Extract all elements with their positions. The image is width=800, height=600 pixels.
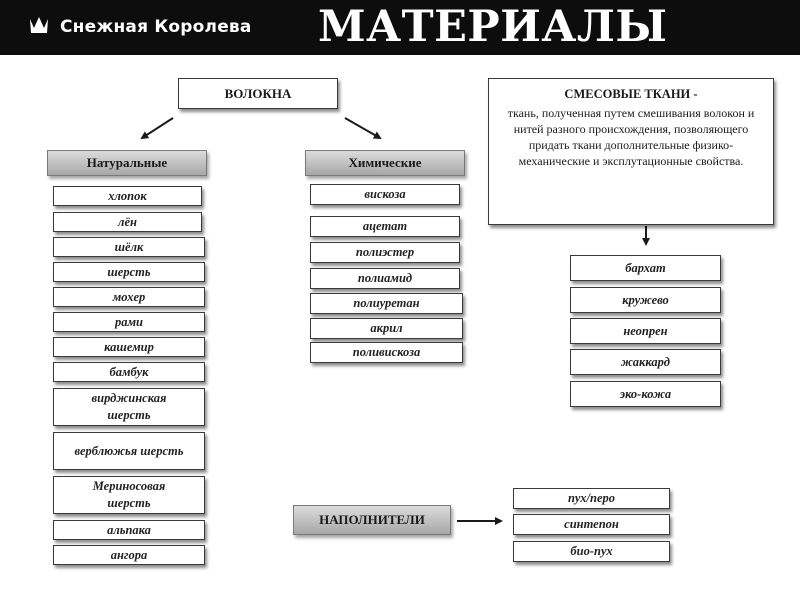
chemical-item: ацетат <box>310 216 460 237</box>
natural-item: лён <box>53 212 202 232</box>
blended-title: СМЕСОВЫЕ ТКАНИ - <box>564 87 698 101</box>
filler-item: синтепон <box>513 514 670 535</box>
fibers-box: ВОЛОКНА <box>178 78 338 109</box>
fibers-title: ВОЛОКНА <box>224 85 292 101</box>
brand-name: Снежная Королева <box>60 17 252 37</box>
chemical-item: полиуретан <box>310 293 463 314</box>
fillers-title: НАПОЛНИТЕЛИ <box>319 512 425 527</box>
chemical-header: Химические <box>305 150 465 176</box>
fillers-header: НАПОЛНИТЕЛИ <box>293 505 451 535</box>
blended-item: бархат <box>570 255 721 281</box>
natural-item: верблюжья шерсть <box>53 432 205 470</box>
blended-fabrics-box: СМЕСОВЫЕ ТКАНИ - ткань, полученная путем… <box>488 78 774 225</box>
chemical-title: Химические <box>348 155 422 170</box>
natural-title: Натуральные <box>86 155 168 170</box>
natural-item: мохер <box>53 287 205 307</box>
blended-description: ткань, полученная путем смешивания волок… <box>507 106 755 168</box>
natural-item: ангора <box>53 545 205 565</box>
blended-item: кружево <box>570 287 721 313</box>
chemical-item: полиэстер <box>310 242 460 263</box>
filler-item: пух/перо <box>513 488 670 509</box>
chemical-item: вискоза <box>310 184 460 205</box>
chemical-item: акрил <box>310 318 463 339</box>
chemical-item: полиамид <box>310 268 460 289</box>
natural-item: Мериносовая шерсть <box>53 476 205 514</box>
natural-item: хлопок <box>53 186 202 206</box>
crown-icon <box>28 13 50 39</box>
chemical-item: поливискоза <box>310 342 463 363</box>
page-title: МАТЕРИАЛЫ <box>318 2 668 52</box>
natural-item: шёлк <box>53 237 205 257</box>
header-bar: Снежная Королева МАТЕРИАЛЫ <box>0 0 800 55</box>
natural-header: Натуральные <box>47 150 207 176</box>
natural-item: вирджинская шерсть <box>53 388 205 426</box>
natural-item: альпака <box>53 520 205 540</box>
arrow-to-chemical <box>344 117 382 139</box>
filler-item: био-пух <box>513 541 670 562</box>
natural-item: шерсть <box>53 262 205 282</box>
blended-item: жаккард <box>570 349 721 375</box>
blended-item: неопрен <box>570 318 721 344</box>
natural-item: рами <box>53 312 205 332</box>
natural-item: бамбук <box>53 362 205 382</box>
natural-item: кашемир <box>53 337 205 357</box>
blended-item: эко-кожа <box>570 381 721 407</box>
arrow-to-natural <box>140 117 174 140</box>
